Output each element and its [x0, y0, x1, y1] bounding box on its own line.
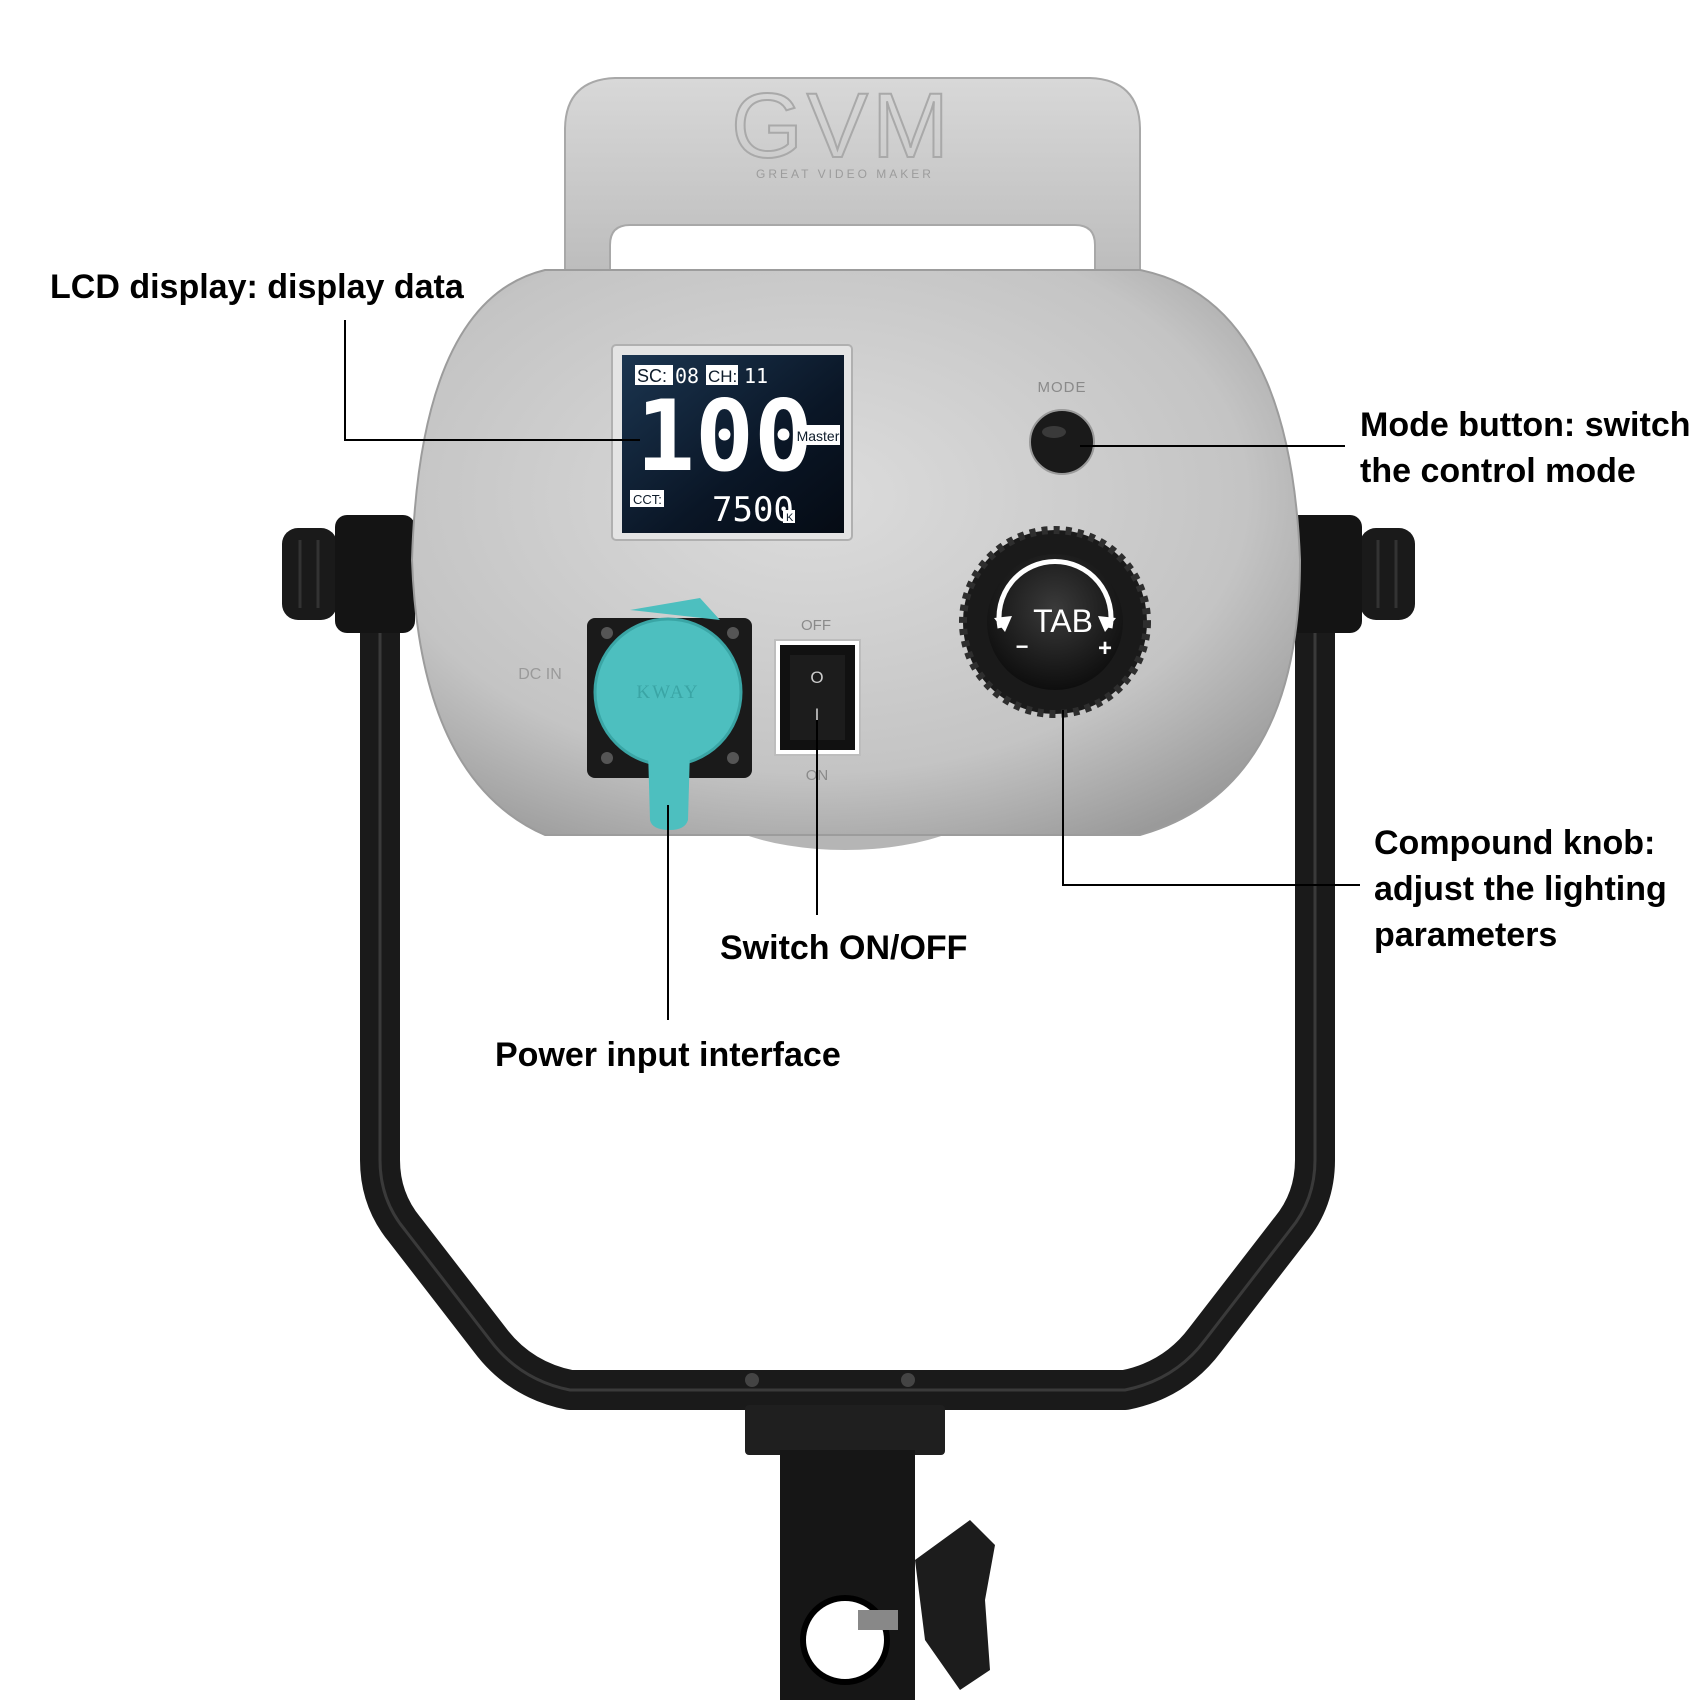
- knob-callout-line-1: Compound knob:: [1374, 824, 1656, 862]
- switch-callout: Switch ON/OFF: [720, 925, 967, 971]
- mode-callout-line-1: Mode button: switch: [1360, 406, 1691, 444]
- knob-leader-line: [1062, 710, 1360, 886]
- switch-off-label: OFF: [801, 617, 831, 634]
- left-yoke-knob[interactable]: [282, 515, 415, 633]
- lcd-ch-value: 11: [744, 364, 768, 388]
- brand-subtext: GREAT VIDEO MAKER: [756, 167, 934, 181]
- knob-callout-line-2: adjust the lighting: [1374, 870, 1667, 908]
- brand-logo: GVM: [731, 75, 953, 177]
- switch-bottom-symbol: I: [815, 705, 820, 724]
- mode-button-callout: Mode button: switch the control mode: [1360, 402, 1691, 494]
- lcd-ch-label: CH:: [708, 367, 737, 386]
- knob-callout-line-3: parameters: [1374, 916, 1558, 954]
- lcd-callout: LCD display: display data: [50, 264, 464, 310]
- lcd-sc-label: SC:: [637, 366, 667, 386]
- compound-knob[interactable]: [959, 526, 1151, 718]
- switch-callout-text: Switch ON/OFF: [720, 929, 968, 967]
- switch-top-symbol: O: [810, 668, 823, 687]
- right-yoke-knob[interactable]: [1282, 515, 1415, 633]
- lcd-cct-value: 7500: [712, 490, 794, 530]
- power-callout: Power input interface: [495, 1032, 841, 1078]
- lcd-cct-unit: K: [786, 512, 794, 524]
- lcd-brightness-value: 100: [636, 380, 813, 494]
- yoke-bracket: [360, 540, 1335, 1410]
- lcd-callout-text: LCD display: display data: [50, 268, 464, 306]
- lamp-body: [410, 269, 1302, 850]
- lcd-sc-value: 08: [675, 364, 699, 388]
- mode-button[interactable]: [1029, 409, 1095, 475]
- mode-callout-line-2: the control mode: [1360, 452, 1636, 490]
- power-callout-text: Power input interface: [495, 1036, 841, 1074]
- leader-lines: [344, 320, 1360, 1020]
- connector-brand: KWAY: [636, 682, 699, 703]
- knob-callout: Compound knob: adjust the lighting param…: [1374, 820, 1667, 958]
- power-input-connector[interactable]: [587, 598, 752, 830]
- stand-mount: [745, 1405, 995, 1700]
- knob-plus: +: [1098, 635, 1112, 662]
- lcd-cct-label: CCT:: [633, 492, 662, 507]
- lcd-leader-line: [344, 320, 640, 441]
- lcd-display: SC: 08 CH: 11 100 Master CCT: 7500 K: [611, 344, 853, 541]
- knob-label: TAB: [1033, 603, 1093, 639]
- lcd-mode-tag: Master: [797, 428, 840, 444]
- carry-handle[interactable]: [564, 77, 1141, 361]
- dc-in-label: DC IN: [518, 666, 562, 683]
- knob-minus: −: [1016, 634, 1029, 659]
- mode-label: MODE: [1038, 379, 1087, 396]
